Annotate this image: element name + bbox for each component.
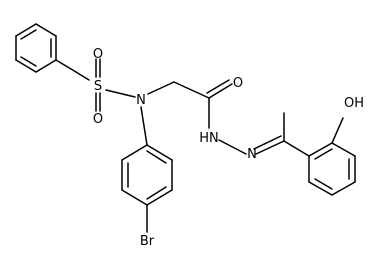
bromine-label: Br: [140, 234, 155, 249]
carbonyl-oxygen-label: O: [233, 76, 243, 91]
hydroxyl-bond: [331, 117, 344, 144]
nh-n-bond: [218, 139, 247, 155]
s-phenyl-link: [75, 71, 90, 81]
sulfonyl-oxygen-bottom-label: O: [93, 112, 103, 127]
imine-aryl-bond: [283, 140, 310, 157]
phenyl-s-bond: [55, 59, 77, 73]
hydrazide-nh-label: HN: [199, 131, 219, 146]
sulfur-label: S: [94, 79, 102, 94]
bromophenyl-ring: [121, 144, 173, 206]
hydrazone-nitrogen-label: N: [247, 147, 257, 162]
sulfonamide-nitrogen-label: N: [136, 93, 146, 108]
sulfonyl-oxygen-top-label: O: [93, 47, 103, 62]
ch2-carbonyl-bond: [173, 81, 210, 99]
s-n-bond: [105, 89, 136, 98]
n-aryl-bond: [140, 106, 148, 146]
hydroxyl-label: OH: [344, 96, 364, 111]
hydroxyphenyl-ring: [308, 142, 356, 196]
sulfonyl-group: [95, 58, 101, 112]
carbonyl-group: [206, 79, 233, 99]
n-ch2-bond: [147, 81, 175, 95]
phenyl-ring: [15, 23, 57, 73]
c-n-double-bond: [253, 135, 285, 155]
